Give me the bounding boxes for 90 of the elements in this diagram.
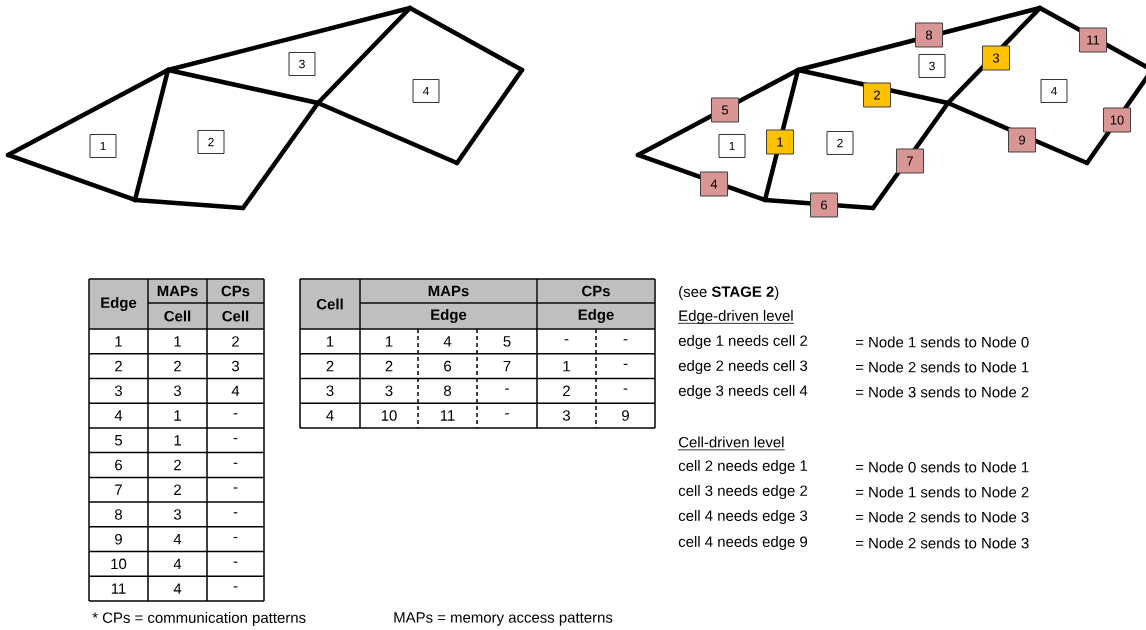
table-cell: 2 — [232, 336, 239, 347]
table-cell: - — [233, 536, 238, 539]
cell-number-box: 1 — [718, 134, 746, 158]
table-cell: 4 — [173, 558, 182, 570]
table-cell: - — [233, 487, 238, 489]
table-cell: 3 — [173, 509, 181, 520]
table-cell: 7 — [115, 484, 122, 495]
cell-number-box: 2 — [826, 131, 854, 155]
note: (see STAGE 2) — [679, 286, 779, 300]
cell-number-box: 1 — [89, 134, 117, 158]
table-cell: 4 — [231, 385, 240, 396]
rule-text: = Node 2 sends to Node 1 — [855, 361, 1029, 373]
table-cell: - — [623, 363, 628, 365]
table-cell: 5 — [503, 336, 511, 347]
table-cell: - — [233, 413, 238, 415]
rule-text: = Node 3 sends to Node 2 — [855, 386, 1029, 398]
rule-text: cell 2 needs edge 1 — [678, 460, 808, 474]
table-cell: 1 — [174, 336, 181, 347]
table-cell: 2 — [563, 385, 570, 396]
table-cell: 1 — [386, 336, 393, 347]
table-cell: 3 — [326, 385, 334, 397]
header-cell: Cell — [300, 279, 360, 329]
table-cell: 2 — [174, 484, 181, 495]
table-cell: 10 — [381, 410, 397, 421]
cell-number-box: 2 — [197, 130, 225, 154]
rule-text: cell 4 needs edge 9 — [678, 536, 808, 550]
rule-text: = Node 0 sends to Node 1 — [855, 461, 1029, 473]
table-cell: 3 — [385, 385, 393, 397]
table-cell: 6 — [115, 459, 122, 471]
header-cell: CPs — [537, 279, 655, 303]
header-cell: Edge — [537, 303, 655, 329]
table-cell: 3 — [114, 385, 122, 397]
table-cell: 2 — [174, 360, 181, 372]
table-cell: 1 — [563, 360, 570, 372]
table-cell: 5 — [114, 435, 123, 446]
table-cell: 1 — [174, 435, 181, 446]
rule-text: = Node 1 sends to Node 2 — [855, 486, 1029, 498]
table-cell: 2 — [385, 360, 393, 372]
table-cell: 8 — [115, 509, 122, 520]
rule-text: = Node 2 sends to Node 3 — [855, 537, 1029, 549]
table-cell: 8 — [444, 385, 451, 397]
table-cell: 2 — [115, 360, 122, 372]
table-cell: 11 — [111, 583, 126, 594]
table-cell: 2 — [174, 459, 181, 471]
table-cell: - — [233, 462, 238, 464]
table-cell: 4 — [443, 336, 452, 347]
table-cell: 2 — [326, 360, 334, 372]
rule-text: edge 3 needs cell 4 — [678, 385, 808, 399]
table-cell: - — [623, 339, 628, 341]
table-cell: - — [623, 388, 628, 390]
table-cell: 1 — [327, 336, 334, 347]
table-cell: 4 — [114, 410, 123, 421]
rule-text: = Node 1 sends to Node 0 — [855, 336, 1029, 348]
table-cell: 1 — [115, 336, 122, 347]
heading: Cell-driven level — [677, 436, 786, 451]
table-cell: 9 — [115, 533, 122, 545]
rule-text: cell 3 needs edge 2 — [678, 485, 808, 499]
cell-number-box: 4 — [412, 79, 440, 103]
header-cell: Edge — [89, 279, 148, 329]
header-cell: MAPs — [360, 279, 537, 303]
table-cell: - — [505, 413, 509, 415]
header-cell: Edge — [360, 303, 537, 329]
note: MAPs = memory access patterns — [394, 612, 613, 626]
cell-number-box: 4 — [1040, 79, 1068, 103]
rule-text: = Node 2 sends to Node 3 — [855, 511, 1029, 523]
rule-text: edge 2 needs cell 3 — [678, 360, 808, 374]
table-cell: 7 — [503, 360, 511, 372]
cell-number-box: 3 — [918, 54, 946, 78]
table-cell: 4 — [173, 534, 182, 545]
table-cell: 4 — [326, 410, 334, 421]
rule-text: edge 1 needs cell 2 — [678, 335, 808, 349]
rule-text: cell 4 needs edge 3 — [678, 510, 808, 524]
table-cell: 9 — [622, 410, 629, 421]
table-cell: - — [233, 512, 238, 514]
table-cell: 3 — [562, 410, 570, 421]
table-cell: 4 — [173, 583, 182, 594]
table-cell: 1 — [174, 410, 181, 421]
heading: Edge-driven level — [677, 310, 795, 324]
table-cell: 6 — [444, 360, 451, 372]
table-cell: 3 — [231, 360, 239, 372]
table-cell: 3 — [173, 385, 181, 397]
note: * CPs = communication patterns — [92, 612, 306, 626]
table-cell: - — [233, 561, 238, 563]
table-cell: - — [564, 339, 569, 341]
table-cell: - — [233, 438, 238, 440]
table-cell: - — [505, 388, 509, 390]
table-cell: 11 — [440, 410, 455, 421]
cell-number-box: 3 — [288, 52, 316, 76]
table-cell: 10 — [111, 558, 127, 570]
table-cell: - — [233, 586, 238, 588]
